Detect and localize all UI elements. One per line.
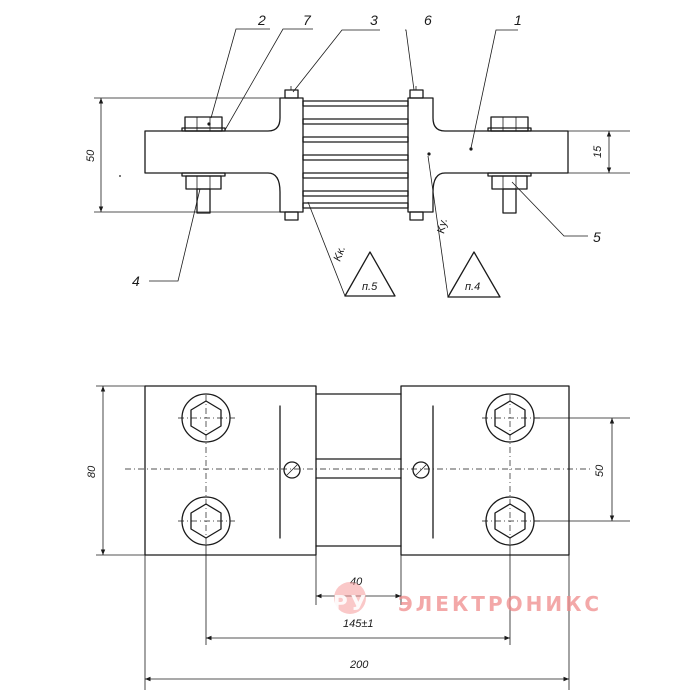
part-label-2: 2 bbox=[257, 12, 266, 28]
dim-plan-height: 80 bbox=[86, 385, 145, 556]
dim-bolt-spacing: 50 bbox=[534, 417, 630, 522]
part-label-6: 6 bbox=[424, 12, 432, 28]
right-terminal-block bbox=[400, 385, 570, 556]
svg-text:п.5: п.5 bbox=[362, 281, 378, 293]
svg-text:145±1: 145±1 bbox=[343, 618, 374, 630]
bridge-plates bbox=[315, 393, 402, 547]
roughness-callout-left: п.5 Kк. bbox=[307, 201, 396, 297]
svg-text:п.4: п.4 bbox=[465, 281, 480, 293]
svg-text:Kк.: Kк. bbox=[332, 244, 349, 263]
svg-text:15: 15 bbox=[592, 145, 604, 158]
svg-text:50: 50 bbox=[594, 464, 606, 477]
svg-text:Kу.: Kу. bbox=[435, 217, 450, 234]
bolt-top-left bbox=[181, 393, 231, 443]
svg-text:РУ: РУ bbox=[333, 591, 369, 615]
small-screw-right bbox=[412, 461, 430, 479]
part-label-4: 4 bbox=[132, 273, 140, 289]
side-view: 2 7 3 6 1 4 5 50 15 п.5 Kк. bbox=[85, 12, 630, 298]
dim-side-height: 50 bbox=[85, 97, 285, 213]
part-label-3: 3 bbox=[370, 12, 378, 28]
small-screw-left bbox=[283, 461, 301, 479]
part-label-5: 5 bbox=[593, 229, 601, 245]
svg-text:ЭЛЕКТРОНИКС: ЭЛЕКТРОНИКС bbox=[398, 592, 602, 616]
plate-screws bbox=[284, 86, 424, 221]
roughness-callout-right: п.4 Kу. bbox=[427, 155, 501, 298]
watermark-logo: РУ ЭЛЕКТРОНИКС bbox=[333, 582, 602, 616]
plan-view: 80 50 40 145±1 200 bbox=[86, 385, 630, 690]
right-bolt bbox=[487, 116, 532, 214]
right-terminal-bar bbox=[407, 97, 569, 213]
resistive-plates bbox=[302, 100, 409, 209]
svg-text:80: 80 bbox=[86, 465, 98, 478]
svg-text:200: 200 bbox=[349, 659, 369, 671]
dim-bolt-centers: 145±1 bbox=[206, 618, 510, 641]
dim-total-length: 200 bbox=[145, 659, 569, 682]
left-terminal-bar bbox=[144, 97, 304, 213]
left-bolt bbox=[181, 116, 226, 214]
svg-text:50: 50 bbox=[85, 149, 97, 162]
leader-lines bbox=[149, 28, 588, 282]
dim-bar-thickness: 15 bbox=[530, 130, 630, 174]
part-label-1: 1 bbox=[514, 12, 522, 28]
part-label-7: 7 bbox=[303, 12, 312, 28]
left-terminal-block bbox=[144, 385, 317, 556]
